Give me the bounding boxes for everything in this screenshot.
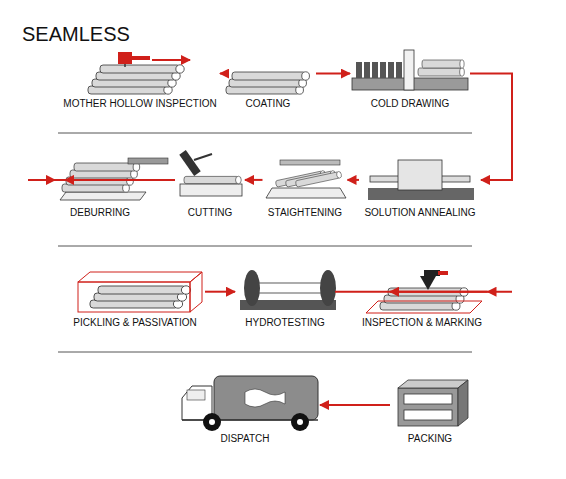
process-step: SOLUTION ANNEALING	[359, 148, 481, 220]
process-step: DEBURRING	[55, 148, 145, 220]
flow-arrow	[316, 73, 350, 75]
packing-crate	[398, 380, 468, 426]
process-step: COLD DRAWING	[350, 45, 470, 111]
straightening-machine	[266, 160, 346, 198]
drawing-machine	[352, 50, 468, 90]
process-step: STAIGHTENING	[263, 148, 348, 220]
dispatch-truck	[182, 376, 318, 431]
annealing-furnace	[368, 160, 474, 200]
step-caption: COLD DRAWING	[369, 98, 452, 110]
step-caption: DEBURRING	[68, 207, 132, 219]
flow-arrow	[220, 73, 222, 75]
process-step: CUTTING	[175, 148, 245, 220]
pickling-tank	[78, 272, 202, 312]
flow-arrow	[348, 179, 360, 181]
step-caption: DISPATCH	[218, 433, 271, 445]
flow-arrow	[28, 179, 175, 181]
process-step: HYDROTESTING	[235, 262, 335, 330]
inspection-illustration	[88, 52, 190, 94]
step-caption: CUTTING	[186, 207, 234, 219]
process-step: MOTHER HOLLOW INSPECTION	[58, 45, 222, 111]
cutting-saw	[179, 150, 242, 196]
process-step: PACKING	[390, 372, 470, 446]
flow-arrow	[335, 291, 512, 293]
process-step: PICKLING & PASSIVATION	[65, 262, 205, 330]
coating-illustration	[226, 72, 309, 94]
flow-arrow	[470, 74, 512, 180]
hydrotest-rig	[240, 270, 336, 310]
flow-arrow	[65, 179, 145, 181]
step-caption: INSPECTION & MARKING	[360, 317, 484, 329]
diagram-title: SEAMLESS	[22, 22, 130, 46]
step-caption: COATING	[244, 98, 293, 110]
flow-arrow	[320, 404, 390, 406]
step-caption: STAIGHTENING	[266, 207, 344, 219]
process-step: DISPATCH	[170, 372, 320, 446]
flow-arrow	[205, 291, 235, 293]
step-caption: HYDROTESTING	[243, 317, 326, 329]
process-step: INSPECTION & MARKING	[357, 262, 488, 330]
flow-arrow	[390, 291, 488, 293]
process-step: COATING	[220, 45, 316, 111]
step-caption: SOLUTION ANNEALING	[362, 207, 477, 219]
flow-arrow	[245, 179, 263, 181]
step-caption: PICKLING & PASSIVATION	[71, 317, 198, 329]
step-caption: PACKING	[406, 433, 454, 445]
step-caption: MOTHER HOLLOW INSPECTION	[61, 98, 218, 110]
